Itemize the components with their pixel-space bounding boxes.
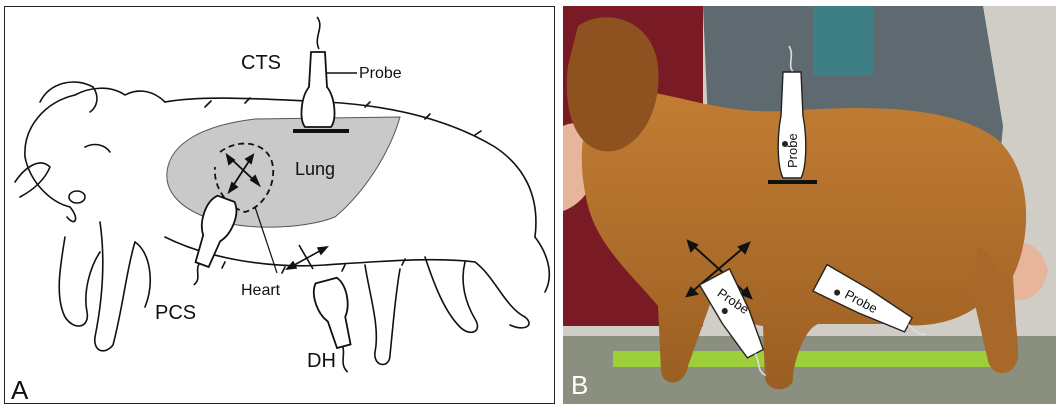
pcs-label: PCS [155, 302, 196, 324]
cts-label: CTS [241, 52, 281, 74]
panel-a-diagram: CTS Probe Lung Heart PCS DH A [4, 6, 555, 404]
teal-garment [813, 6, 873, 76]
cts-probe [293, 17, 349, 131]
panel-a-svg: CTS Probe Lung Heart PCS DH A [5, 7, 555, 404]
dh-label: DH [307, 350, 336, 372]
panel-b-letter: B [571, 370, 588, 400]
table-surface [563, 336, 1056, 404]
probe-label: Probe [359, 65, 402, 82]
lung-region [167, 117, 400, 227]
heart-label: Heart [241, 282, 281, 299]
lung-label: Lung [295, 159, 335, 179]
panel-b-svg: Probe Probe Probe [563, 6, 1056, 404]
panel-b-photo: Probe Probe Probe [563, 6, 1056, 404]
photo-cts-probe-label: Probe [785, 133, 800, 168]
panel-a-letter: A [11, 375, 29, 404]
